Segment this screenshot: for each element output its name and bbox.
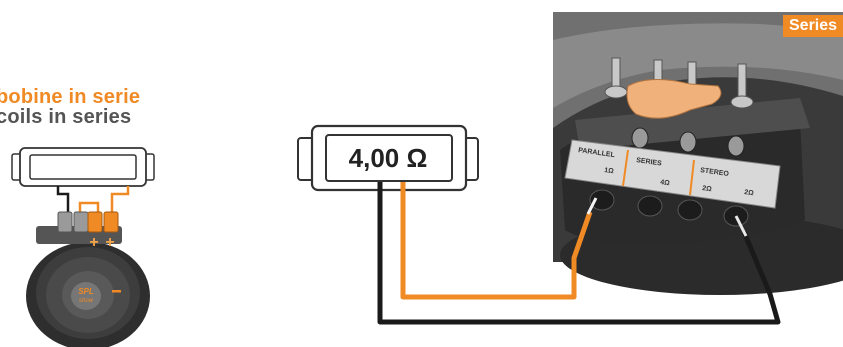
speaker-icon xyxy=(26,212,150,347)
small-wires xyxy=(58,186,128,214)
label-parallel-ohm: 1Ω xyxy=(604,167,615,175)
label-series-ohm: 4Ω xyxy=(660,179,671,187)
heading-english: coils in series xyxy=(0,106,131,129)
small-meter-icon xyxy=(12,148,154,186)
meter-reading: 4,00 Ω xyxy=(349,143,428,173)
minus-mark xyxy=(112,290,121,293)
terminal-plus-right: + xyxy=(105,234,114,251)
speaker-logo-line1: SPL xyxy=(78,287,94,296)
series-badge: Series xyxy=(783,15,843,37)
label-stereo-ohm-right: 2Ω xyxy=(744,189,755,197)
label-stereo-ohm-left: 2Ω xyxy=(702,185,713,193)
terminal-plus-left: + xyxy=(89,234,98,251)
speaker-logo-line2: show xyxy=(79,298,94,304)
